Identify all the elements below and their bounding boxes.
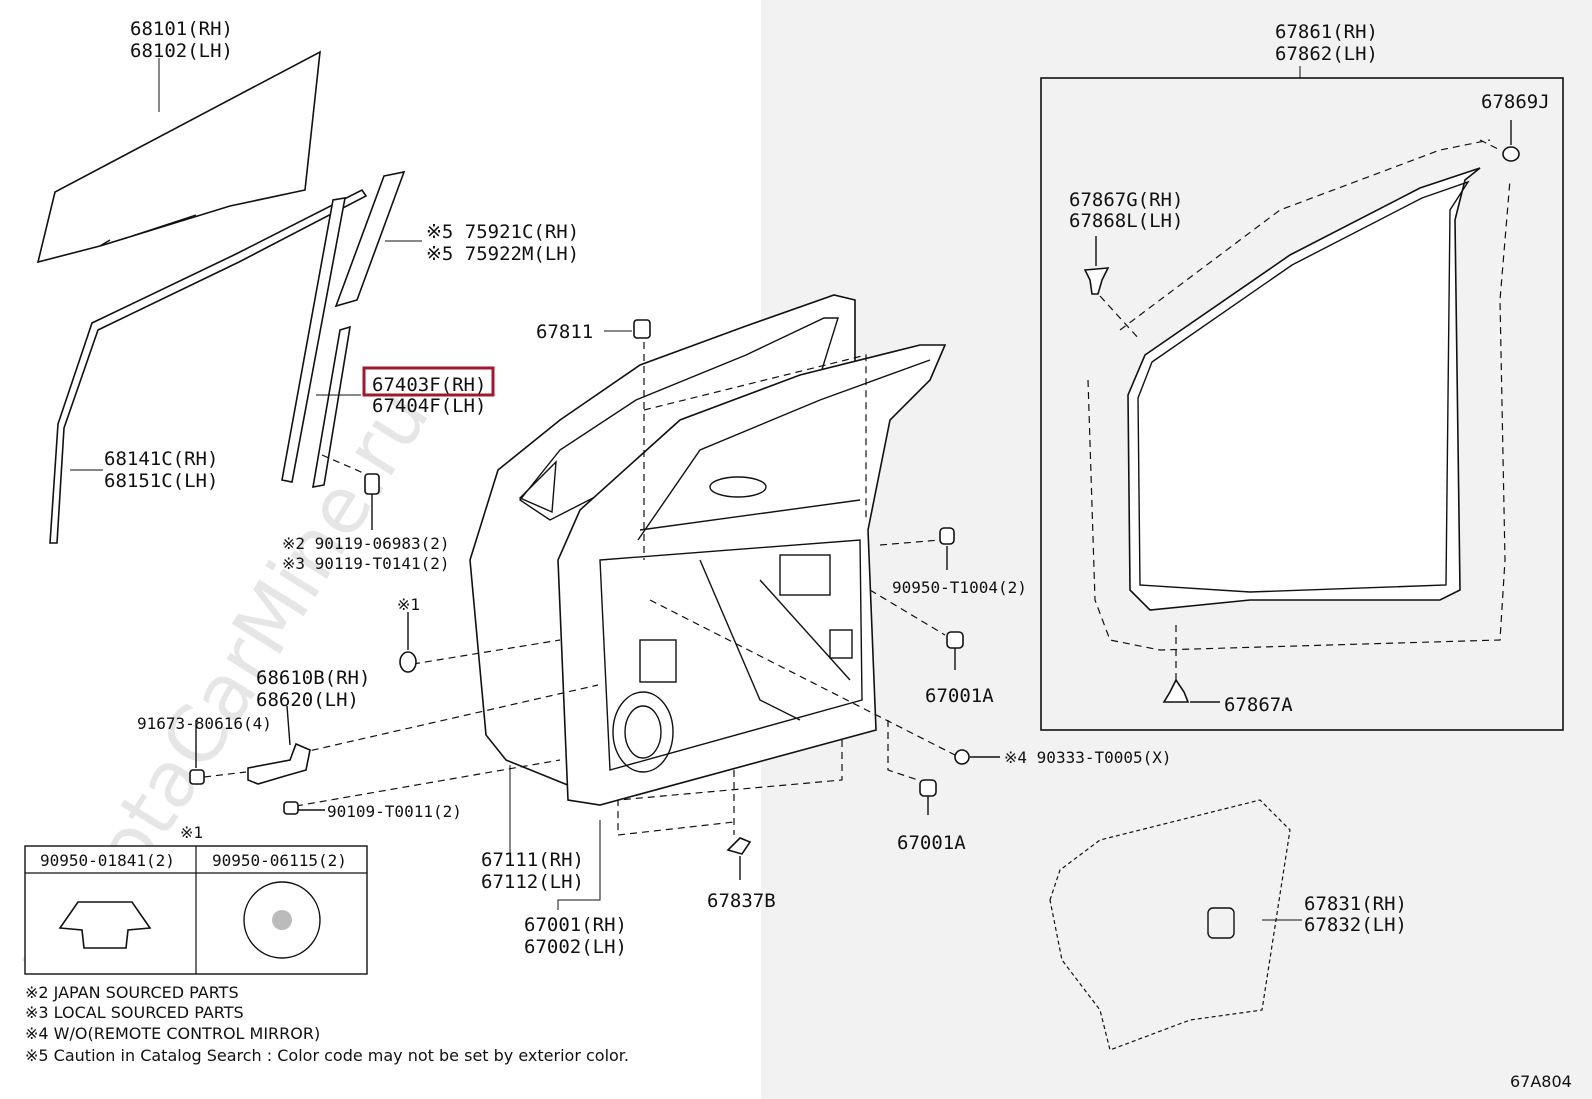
service-hole-cover-drawing — [1049, 799, 1302, 1051]
label-run-rh[interactable]: 68141C(RH) — [104, 448, 218, 470]
label-door-weatherstrip-rh[interactable]: 67861(RH) — [1275, 21, 1378, 43]
clip-marked-1-drawing — [399, 612, 417, 673]
bolt-91673-drawing — [189, 720, 247, 785]
clip-67869j-drawing — [1479, 120, 1520, 162]
clip-90950-t1004-drawing — [939, 527, 955, 570]
weatherstrip-drawing — [312, 325, 351, 488]
part-labels: 68101(RH) 68102(LH) ※5 75921C(RH) ※5 759… — [104, 18, 1550, 958]
garnish-drawing — [281, 170, 406, 483]
label-panel-lh[interactable]: 67112(LH) — [481, 871, 584, 893]
label-weatherstrip-rh[interactable]: 67403F(RH) — [372, 374, 486, 396]
label-bolt-91673[interactable]: 91673-80616(4) — [137, 714, 272, 733]
stopper-upper-drawing — [946, 631, 964, 670]
label-67868l[interactable]: 67868L(LH) — [1069, 210, 1183, 232]
door-inner-frame-drawing — [557, 344, 947, 806]
label-stopper-lower[interactable]: 67001A — [897, 832, 966, 854]
bolt-90119-drawing — [321, 454, 380, 530]
highlight-box — [362, 366, 495, 397]
weatherstrip-box — [1040, 77, 1564, 731]
label-glass-lh[interactable]: 68102(LH) — [130, 40, 233, 62]
label-door-weatherstrip-lh[interactable]: 67862(LH) — [1275, 43, 1378, 65]
label-cover-rh[interactable]: 67831(RH) — [1304, 893, 1407, 915]
window-glass-drawing — [36, 50, 321, 264]
clip-67867g-drawing — [1083, 236, 1141, 341]
door-label-brackets — [509, 765, 601, 910]
label-bolt-japan[interactable]: ※2 90119-06983(2) — [282, 534, 450, 553]
label-run-lh[interactable]: 68151C(LH) — [104, 470, 218, 492]
label-67867a[interactable]: 67867A — [1224, 694, 1293, 716]
page-code: 67A804 — [1510, 1072, 1572, 1091]
label-67867g[interactable]: 67867G(RH) — [1069, 189, 1183, 211]
glass-run-drawing — [49, 188, 368, 544]
label-67869j[interactable]: 67869J — [1481, 91, 1550, 113]
inset-mark: ※1 — [180, 823, 203, 842]
label-glass-rh[interactable]: 68101(RH) — [130, 18, 233, 40]
label-weatherstrip-lh[interactable]: 67404F(LH) — [372, 395, 486, 417]
inset-col1-label: 90950-01841(2) — [40, 851, 175, 870]
door-dashed-lines — [295, 342, 956, 836]
footnotes: ※2 JAPAN SOURCED PARTS ※3 LOCAL SOURCED … — [25, 983, 629, 1065]
label-mark-1: ※1 — [397, 595, 420, 614]
stopper-lower-drawing — [919, 779, 937, 815]
clip-67867a-drawing — [1162, 620, 1220, 703]
label-67811[interactable]: 67811 — [536, 321, 593, 343]
door-check-drawing — [247, 705, 311, 785]
label-cover-lh[interactable]: 67832(LH) — [1304, 914, 1407, 936]
plug-90333-drawing — [954, 749, 1000, 765]
inset-table: ※1 90950-01841(2) 90950-06115(2) — [24, 823, 368, 975]
footnote-3: ※3 LOCAL SOURCED PARTS — [25, 1003, 244, 1022]
label-check-lh[interactable]: 68620(LH) — [256, 689, 359, 711]
label-bolt-local[interactable]: ※3 90119-T0141(2) — [282, 554, 450, 573]
footnote-4: ※4 W/O(REMOTE CONTROL MIRROR) — [25, 1024, 320, 1043]
label-90950-t1004[interactable]: 90950-T1004(2) — [892, 578, 1027, 597]
clip-90950-01841-drawing — [58, 901, 152, 949]
label-stopper-upper[interactable]: 67001A — [925, 685, 994, 707]
plug-center-dot — [272, 910, 292, 930]
label-garnish-lh[interactable]: ※5 75922M(LH) — [426, 243, 579, 265]
label-door-rh[interactable]: 67001(RH) — [524, 914, 627, 936]
cushion-67811-drawing — [633, 319, 651, 339]
footnote-2: ※2 JAPAN SOURCED PARTS — [25, 983, 239, 1002]
label-check-rh[interactable]: 68610B(RH) — [256, 667, 370, 689]
label-door-lh[interactable]: 67002(LH) — [524, 936, 627, 958]
label-garnish-rh[interactable]: ※5 75921C(RH) — [426, 221, 579, 243]
label-panel-rh[interactable]: 67111(RH) — [481, 849, 584, 871]
door-weatherstrip-drawing — [1087, 139, 1511, 651]
inset-col2-label: 90950-06115(2) — [212, 851, 347, 870]
label-67837b[interactable]: 67837B — [707, 890, 776, 912]
bolt-90109-drawing — [283, 801, 325, 815]
clip-67837b-drawing — [726, 837, 752, 880]
label-bolt-90109[interactable]: 90109-T0011(2) — [327, 802, 462, 821]
label-90333[interactable]: ※4 90333-T0005(X) — [1004, 748, 1172, 767]
footnote-5: ※5 Caution in Catalog Search : Color cod… — [25, 1046, 629, 1065]
